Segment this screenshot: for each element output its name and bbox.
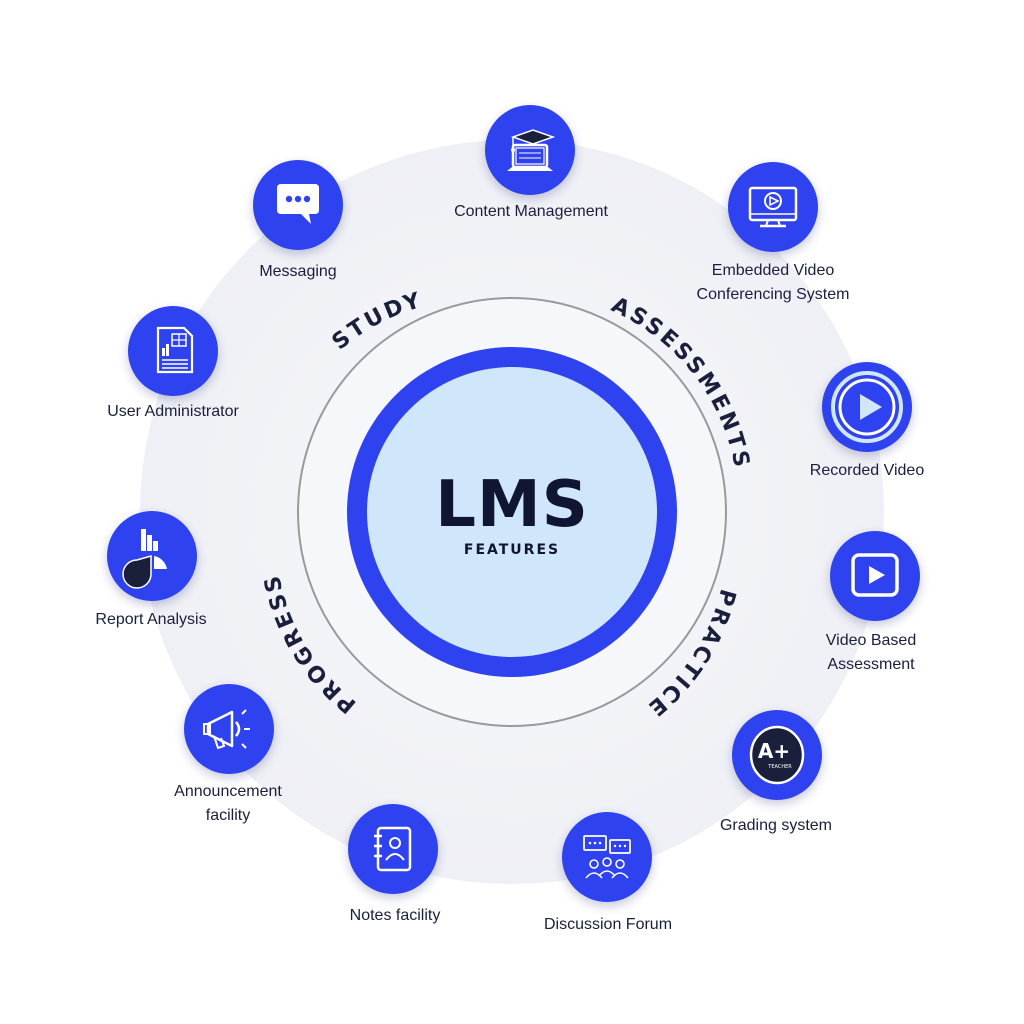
document-chart-icon	[128, 306, 218, 396]
grade-text: A+	[758, 739, 790, 763]
center-inner-disc	[367, 367, 657, 657]
chart-pie-icon	[107, 511, 197, 601]
lms-subtitle: FEATURES	[463, 542, 561, 558]
feature-embedded-video: Embedded Video Conferencing System	[696, 262, 850, 303]
a-plus-grade-icon: A+ TEACHER	[732, 710, 822, 800]
feature-messaging: Messaging	[259, 263, 337, 280]
feature-notes-facility: Notes facility	[349, 907, 441, 924]
address-book-icon	[348, 804, 438, 894]
feature-recorded-video: Recorded Video	[809, 462, 925, 479]
chat-bubble-icon	[253, 160, 343, 250]
feature-user-administrator: User Administrator	[107, 403, 239, 420]
feature-content-management: Content Management	[454, 203, 608, 220]
section-ring	[297, 297, 727, 727]
feature-grading-system: Grading system	[719, 817, 833, 834]
video-play-icon	[830, 531, 920, 621]
monitor-play-icon	[728, 162, 818, 252]
feature-discussion-forum: Discussion Forum	[543, 916, 673, 933]
chat-group-icon	[562, 812, 652, 902]
feature-announcement-facility: Announcement facility	[174, 783, 282, 824]
grade-caption: TEACHER	[767, 764, 792, 770]
megaphone-icon	[184, 684, 274, 774]
lms-title: LMS	[435, 468, 589, 542]
feature-report-analysis: Report Analysis	[95, 611, 207, 628]
play-circle-icon	[822, 362, 912, 452]
laptop-graduation-cap-icon	[485, 105, 575, 195]
feature-video-based-assessment: Video Based Assessment	[825, 632, 917, 673]
